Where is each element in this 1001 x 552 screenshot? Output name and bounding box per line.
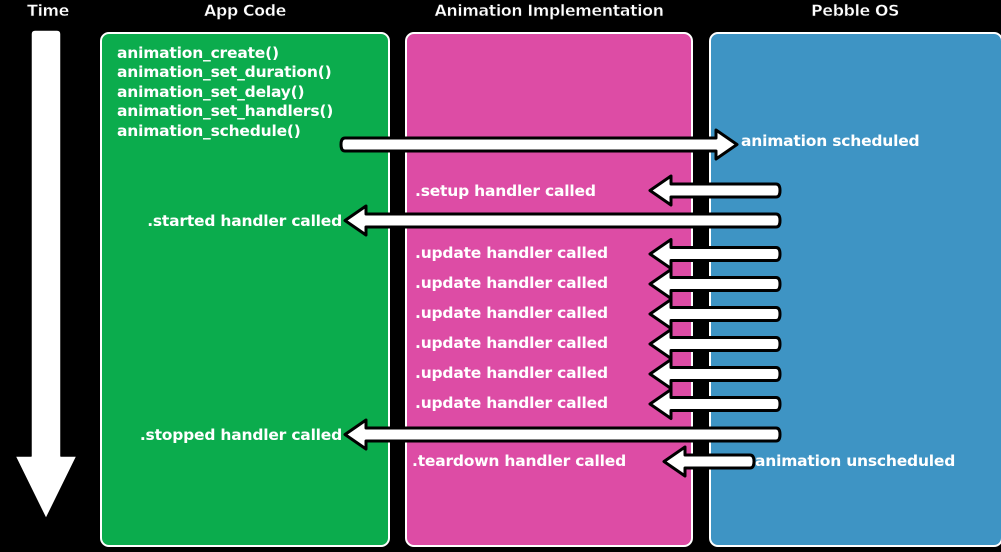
label-update-handler-called: .update handler called — [415, 304, 608, 322]
column-header-animation-implementation: Animation Implementation — [434, 1, 664, 21]
label-update-handler-called: .update handler called — [415, 274, 608, 292]
label-setup-handler-called: .setup handler called — [415, 182, 596, 200]
column-header-app-code: App Code — [204, 1, 287, 21]
label-animation-scheduled: animation scheduled — [741, 132, 920, 150]
label-teardown-handler-called: .teardown handler called — [412, 452, 626, 470]
column-header-time: Time — [27, 1, 70, 21]
label-started-handler-called: .started handler called — [147, 212, 342, 230]
label-update-handler-called: .update handler called — [415, 364, 608, 382]
lane-app-code — [100, 32, 390, 547]
label-animation-unscheduled: animation unscheduled — [755, 452, 956, 470]
label-update-handler-called: .update handler called — [415, 244, 608, 262]
label-update-handler-called: .update handler called — [415, 394, 608, 412]
label-update-handler-called: .update handler called — [415, 334, 608, 352]
lane-animation-implementation — [405, 32, 693, 547]
time-direction-arrow-icon — [14, 29, 78, 520]
label-stopped-handler-called: .stopped handler called — [139, 426, 342, 444]
column-header-pebble-os: Pebble OS — [810, 1, 900, 21]
app-code-api-call-list: animation_create() animation_set_duratio… — [117, 44, 334, 140]
